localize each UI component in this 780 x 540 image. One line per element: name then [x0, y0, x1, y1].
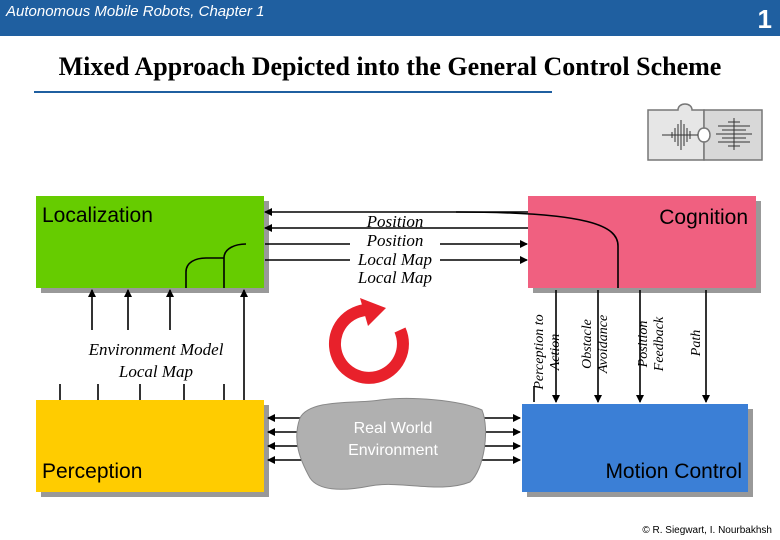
environment-local-map-label: Local Map	[118, 362, 194, 381]
real-world-label-1: Real World	[353, 420, 433, 437]
local-map-label-1: Local Map	[357, 250, 433, 269]
motion-control-box: Motion Control	[522, 404, 748, 492]
perception-to-action-label: Perception to Action	[532, 302, 568, 402]
position-v-text: Position	[636, 320, 651, 368]
puzzle-logo-icon	[647, 103, 763, 161]
perception-box: Perception	[36, 400, 264, 492]
localization-label: Localization	[42, 204, 153, 227]
action-text: Action	[548, 333, 563, 371]
localization-box: Localization	[36, 196, 264, 288]
obstacle-text: Obstacle	[580, 319, 595, 369]
obstacle-avoidance-label: Obstacle Avoidance	[580, 302, 616, 386]
feedback-text: Feedback	[652, 316, 667, 372]
header-bar: Autonomous Mobile Robots, Chapter 1 1	[0, 0, 780, 36]
real-world-blob	[296, 397, 487, 490]
cognition-box: Cognition	[528, 196, 756, 288]
path-label: Path	[689, 313, 707, 373]
path-text: Path	[689, 329, 704, 357]
slide-number: 1	[757, 4, 772, 34]
perception-to-text: Perception to	[532, 314, 547, 390]
cognition-label: Cognition	[659, 206, 748, 229]
position-feedback-label: Position Feedback	[636, 302, 672, 386]
local-map-label-2: Local Map	[357, 268, 433, 287]
title-underline	[34, 91, 552, 93]
position-label-1: Position	[366, 212, 424, 231]
chapter-title: Autonomous Mobile Robots, Chapter 1	[6, 3, 265, 20]
real-world-label-2: Environment	[348, 442, 438, 459]
perception-label: Perception	[42, 460, 143, 483]
environment-model-label: Environment Model	[88, 340, 224, 359]
position-label-2: Position	[366, 231, 424, 250]
motion-control-label: Motion Control	[605, 460, 742, 483]
slide-title: Mixed Approach Depicted into the General…	[58, 52, 722, 81]
avoidance-text: Avoidance	[596, 314, 611, 374]
copyright-footer: © R. Siegwart, I. Nourbakhsh	[642, 525, 772, 536]
cycle-arrow-icon	[328, 298, 409, 384]
